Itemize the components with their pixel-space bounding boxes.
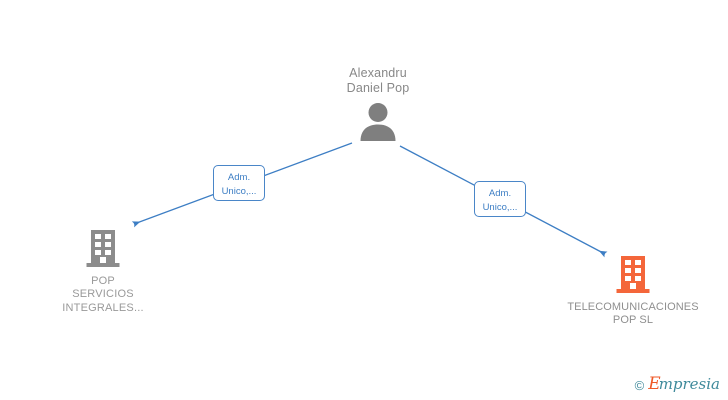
copyright-icon: © — [634, 377, 645, 393]
brand-logo: Empresia — [648, 376, 720, 394]
node-company-left[interactable]: POP SERVICIOS INTEGRALES... — [23, 228, 183, 315]
brand-initial: E — [648, 374, 661, 394]
building-icon — [616, 256, 650, 293]
brand-rest: mpresia — [658, 375, 720, 393]
watermark: © Empresia — [635, 376, 720, 394]
edge-label-left[interactable]: Adm. Unico,... — [213, 165, 265, 201]
node-person[interactable]: Alexandru Daniel Pop — [303, 66, 453, 141]
person-name-label: Alexandru Daniel Pop — [346, 66, 410, 96]
person-avatar-icon — [360, 102, 396, 141]
company-name-label: POP SERVICIOS INTEGRALES... — [62, 275, 144, 314]
node-company-right[interactable]: TELECOMUNICACIONES POP SL — [553, 254, 713, 328]
company-name-label: TELECOMUNICACIONES POP SL — [567, 301, 699, 327]
building-icon — [86, 230, 120, 267]
edge-label-right[interactable]: Adm. Unico,... — [474, 181, 526, 217]
